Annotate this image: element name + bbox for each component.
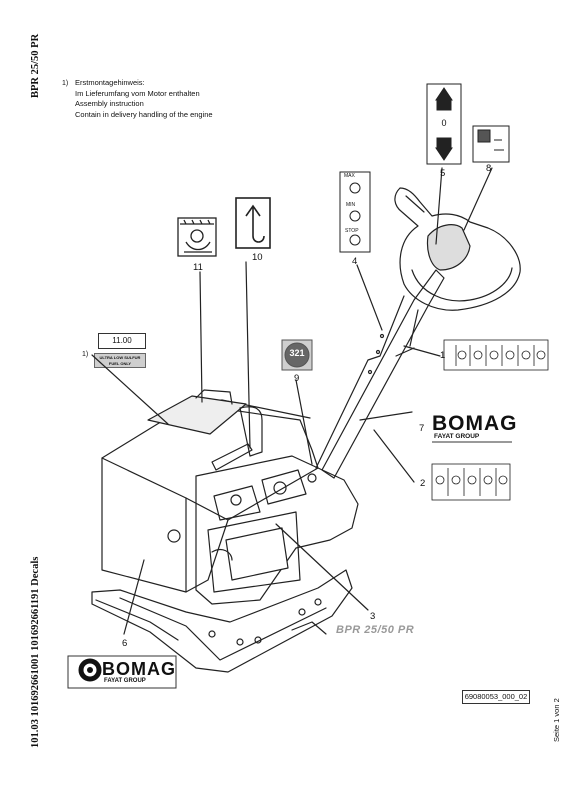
fuel-decal: ULTRA LOW SULFUR FUEL ONLY [94, 353, 146, 368]
callout-5: 5 [440, 168, 446, 179]
bomag-logo-bottom: BOMAG [102, 659, 176, 679]
decal-9-321 [281, 339, 313, 371]
engine-cover [101, 403, 319, 593]
callout-9: 9 [294, 373, 300, 384]
fayat-group-bottom: FAYAT GROUP [104, 678, 146, 684]
callout-11: 11 [193, 262, 203, 273]
fuel-decal-marker: 1) [82, 351, 89, 358]
note-line-4: Contain in delivery handling of the engi… [75, 109, 213, 119]
note-line-1: Erstmontagehinweis: [75, 78, 145, 87]
decal-10-lifting-hook [235, 197, 271, 249]
decal-4-throttle [339, 171, 371, 253]
decal-4-min-text: MIN [346, 202, 356, 208]
engine-frame [195, 455, 359, 605]
base-plate-text: BPR 25/50 PR [336, 624, 415, 636]
decal-8-engine [472, 125, 510, 163]
fuel-value-box: 11.00 [98, 333, 146, 349]
callout-1: 1 [440, 350, 446, 361]
decal-5-center-text: 0 [441, 118, 447, 128]
bomag-emblem-bottom [67, 655, 177, 689]
callout-4: 4 [352, 256, 358, 267]
callout-6: 6 [122, 638, 128, 649]
drawing-code: 69080053_000_02 [462, 690, 530, 704]
decal-5-forward-reverse [426, 83, 462, 165]
decal-9-text: 321 [289, 348, 305, 358]
decal-1-instructions [443, 339, 549, 371]
callout-2: 2 [420, 478, 426, 489]
decal-2-instructions [431, 463, 511, 501]
decal-11-tie-down [177, 217, 217, 257]
assembly-note: 1) Erstmontagehinweis: Im Lieferumfang v… [62, 78, 213, 120]
callout-10: 10 [252, 252, 263, 263]
callout-8: 8 [486, 163, 492, 174]
fayat-group-right: FAYAT GROUP [434, 433, 480, 440]
note-marker: 1) [62, 80, 69, 87]
callout-3: 3 [370, 611, 376, 622]
handle-shaft [321, 269, 445, 479]
note-line-3: Assembly instruction [75, 99, 144, 108]
callout-7: 7 [419, 423, 425, 434]
decal-4-max-text: MAX [344, 173, 355, 179]
decal-4-stop-text: STOP [345, 228, 359, 234]
base-plate [91, 569, 353, 673]
bomag-logo-right: BOMAG [432, 412, 518, 435]
guide-handle [394, 187, 521, 311]
note-line-2: Im Lieferumfang vom Motor enthalten [75, 88, 200, 98]
